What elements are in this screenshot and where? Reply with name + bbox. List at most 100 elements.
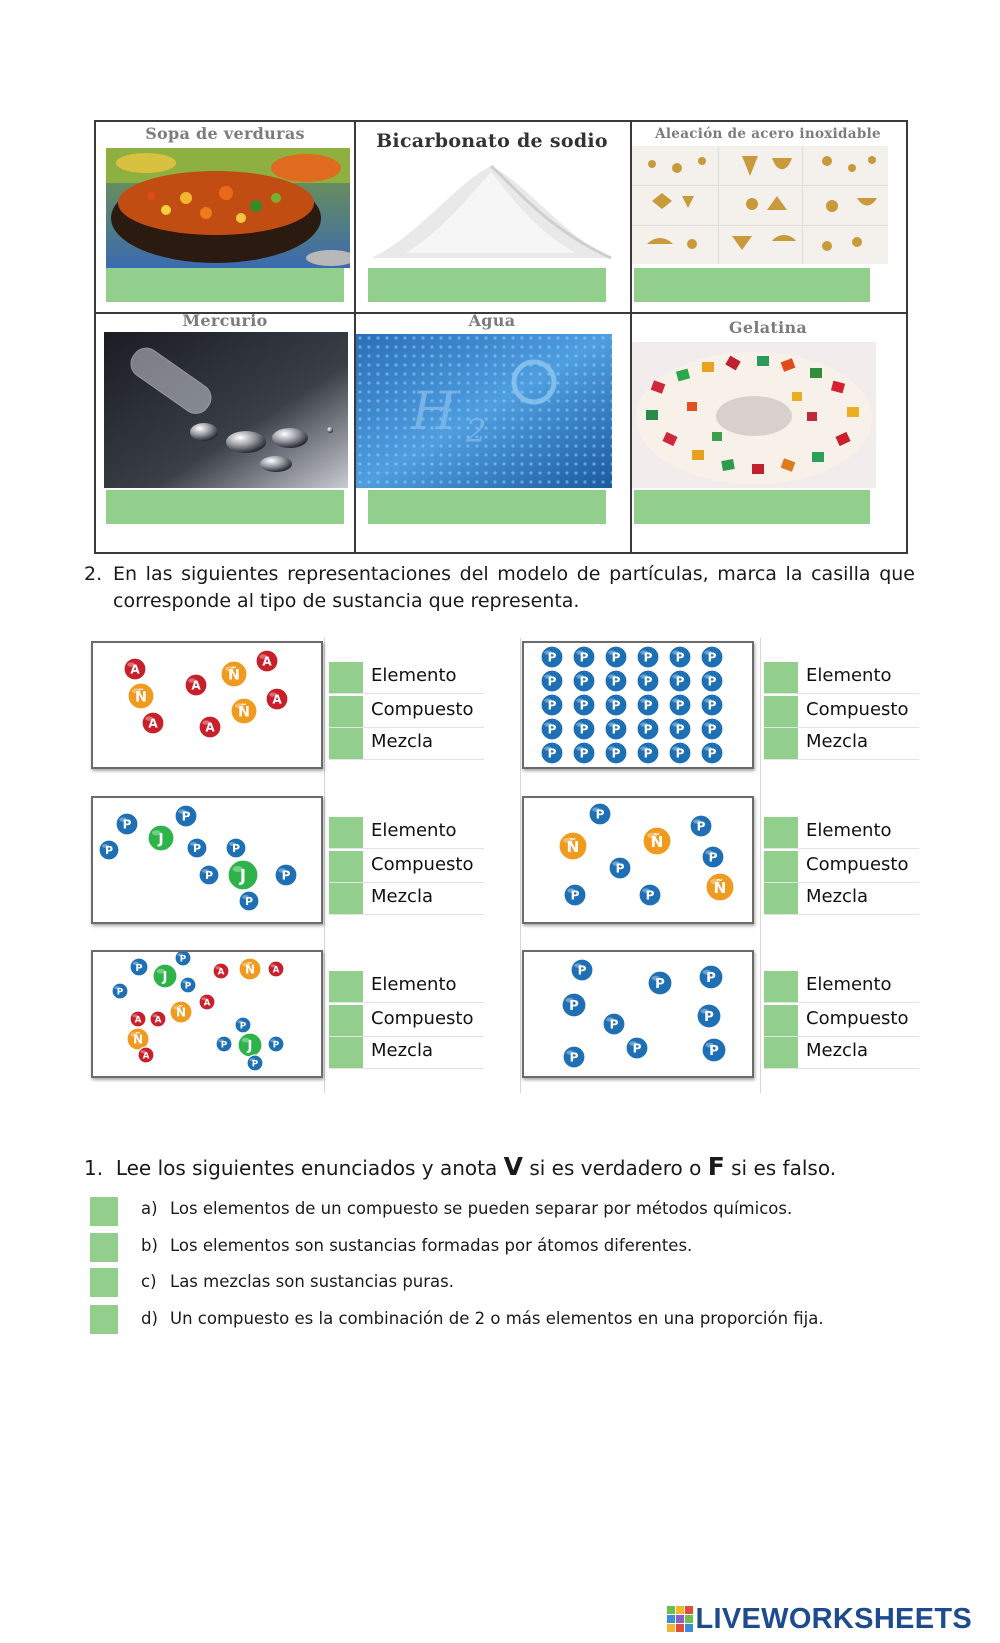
checkbox-elemento[interactable] bbox=[329, 662, 363, 693]
checkbox-elemento[interactable] bbox=[764, 662, 798, 693]
option-row-compuesto: Compuesto bbox=[329, 695, 484, 728]
svg-text:J: J bbox=[247, 1039, 253, 1054]
svg-text:P: P bbox=[232, 842, 240, 855]
checkbox-compuesto[interactable] bbox=[764, 696, 798, 727]
option-label-mezcla: Mezcla bbox=[371, 886, 433, 907]
atom-particle: A bbox=[198, 993, 216, 1011]
option-row-compuesto: Compuesto bbox=[764, 850, 919, 883]
tf-answer-box-a[interactable] bbox=[90, 1197, 118, 1226]
atom-particle: P bbox=[562, 1045, 586, 1069]
svg-text:Ñ: Ñ bbox=[245, 962, 255, 977]
question-1-text-mid: si es verdadero o bbox=[529, 1156, 702, 1180]
option-label-elemento: Elemento bbox=[806, 974, 892, 995]
options-block-1: Elemento Compuesto Mezcla bbox=[329, 661, 484, 769]
logo-grid-icon bbox=[666, 1606, 693, 1632]
atom-particle: P bbox=[647, 970, 673, 996]
svg-text:P: P bbox=[708, 699, 717, 713]
answer-box-mercurio[interactable] bbox=[106, 490, 344, 524]
option-row-mezcla: Mezcla bbox=[329, 1036, 484, 1069]
svg-text:P: P bbox=[633, 1042, 642, 1056]
svg-text:P: P bbox=[569, 999, 579, 1014]
atom-particle: P bbox=[129, 957, 149, 977]
checkbox-mezcla[interactable] bbox=[329, 883, 363, 914]
logo-text: LIVEWORKSHEETS bbox=[695, 1602, 972, 1635]
answer-box-sopa[interactable] bbox=[106, 268, 344, 302]
atom-particle: Ñ bbox=[230, 697, 258, 725]
svg-text:P: P bbox=[548, 747, 557, 761]
svg-text:P: P bbox=[644, 651, 653, 665]
checkbox-elemento[interactable] bbox=[764, 971, 798, 1002]
atom-particle: P bbox=[198, 864, 220, 886]
svg-text:P: P bbox=[644, 699, 653, 713]
checkbox-elemento[interactable] bbox=[764, 817, 798, 848]
atom-particle: P bbox=[700, 717, 724, 741]
option-label-compuesto: Compuesto bbox=[806, 1008, 909, 1029]
tf-answer-box-d[interactable] bbox=[90, 1305, 118, 1334]
checkbox-compuesto[interactable] bbox=[764, 851, 798, 882]
atom-particle: P bbox=[572, 669, 596, 693]
checkbox-mezcla[interactable] bbox=[764, 728, 798, 759]
svg-text:P: P bbox=[578, 964, 587, 978]
option-label-elemento: Elemento bbox=[806, 820, 892, 841]
atom-particle: P bbox=[234, 1016, 252, 1034]
answer-box-gelatina[interactable] bbox=[634, 490, 870, 524]
svg-text:2: 2 bbox=[465, 412, 486, 450]
tf-answer-box-b[interactable] bbox=[90, 1233, 118, 1262]
atom-particle: P bbox=[636, 741, 660, 765]
svg-text:P: P bbox=[697, 820, 706, 834]
checkbox-compuesto[interactable] bbox=[329, 851, 363, 882]
checkbox-compuesto[interactable] bbox=[764, 1005, 798, 1036]
svg-text:P: P bbox=[548, 651, 557, 665]
atom-particle: P bbox=[179, 976, 197, 994]
svg-text:P: P bbox=[708, 675, 717, 689]
checkbox-elemento[interactable] bbox=[329, 817, 363, 848]
option-row-compuesto: Compuesto bbox=[764, 1004, 919, 1037]
tf-item-text: Los elementos son sustancias formadas po… bbox=[170, 1236, 693, 1255]
option-label-compuesto: Compuesto bbox=[806, 854, 909, 875]
question-2-number: 2. bbox=[84, 563, 103, 585]
atom-particle: P bbox=[572, 645, 596, 669]
atom-particle: P bbox=[608, 856, 632, 880]
column-separator bbox=[760, 638, 761, 1093]
options-block-6: Elemento Compuesto Mezcla bbox=[764, 970, 919, 1078]
checkbox-mezcla[interactable] bbox=[329, 728, 363, 759]
cell-title-sopa: Sopa de verduras bbox=[145, 124, 305, 143]
atom-particle: P bbox=[604, 645, 628, 669]
atom-particle: P bbox=[668, 741, 692, 765]
svg-text:P: P bbox=[708, 747, 717, 761]
atom-particle: P bbox=[668, 645, 692, 669]
atom-particle: J bbox=[152, 963, 178, 989]
checkbox-mezcla[interactable] bbox=[764, 1037, 798, 1068]
question-1-text-after: si es falso. bbox=[731, 1156, 837, 1180]
answer-box-bicarbonato[interactable] bbox=[368, 268, 606, 302]
svg-text:P: P bbox=[273, 1040, 280, 1050]
svg-text:P: P bbox=[580, 675, 589, 689]
atom-particle: P bbox=[588, 802, 612, 826]
answer-box-agua[interactable] bbox=[368, 490, 606, 524]
svg-text:Ñ: Ñ bbox=[238, 703, 250, 720]
checkbox-mezcla[interactable] bbox=[329, 1037, 363, 1068]
atom-particle: P bbox=[98, 839, 120, 861]
svg-text:P: P bbox=[548, 675, 557, 689]
checkbox-compuesto[interactable] bbox=[329, 1005, 363, 1036]
tf-item-letter: c) bbox=[141, 1272, 157, 1291]
atom-particle: Ñ bbox=[127, 682, 155, 710]
atom-particle: P bbox=[700, 669, 724, 693]
checkbox-mezcla[interactable] bbox=[764, 883, 798, 914]
water-image: H 2 bbox=[356, 334, 612, 488]
svg-text:P: P bbox=[676, 723, 685, 737]
answer-box-aleacion[interactable] bbox=[634, 268, 870, 302]
svg-text:A: A bbox=[218, 967, 225, 977]
tf-answer-box-c[interactable] bbox=[90, 1268, 118, 1297]
atom-particle: Ñ bbox=[558, 831, 588, 861]
checkbox-compuesto[interactable] bbox=[329, 696, 363, 727]
checkbox-elemento[interactable] bbox=[329, 971, 363, 1002]
option-label-mezcla: Mezcla bbox=[371, 731, 433, 752]
atom-particle: P bbox=[604, 669, 628, 693]
cell-title-aleacion: Aleación de acero inoxidable bbox=[655, 126, 881, 142]
option-row-elemento: Elemento bbox=[329, 661, 484, 694]
option-label-mezcla: Mezcla bbox=[806, 886, 868, 907]
option-label-mezcla: Mezcla bbox=[371, 1040, 433, 1061]
atom-particle: Ñ bbox=[705, 872, 735, 902]
